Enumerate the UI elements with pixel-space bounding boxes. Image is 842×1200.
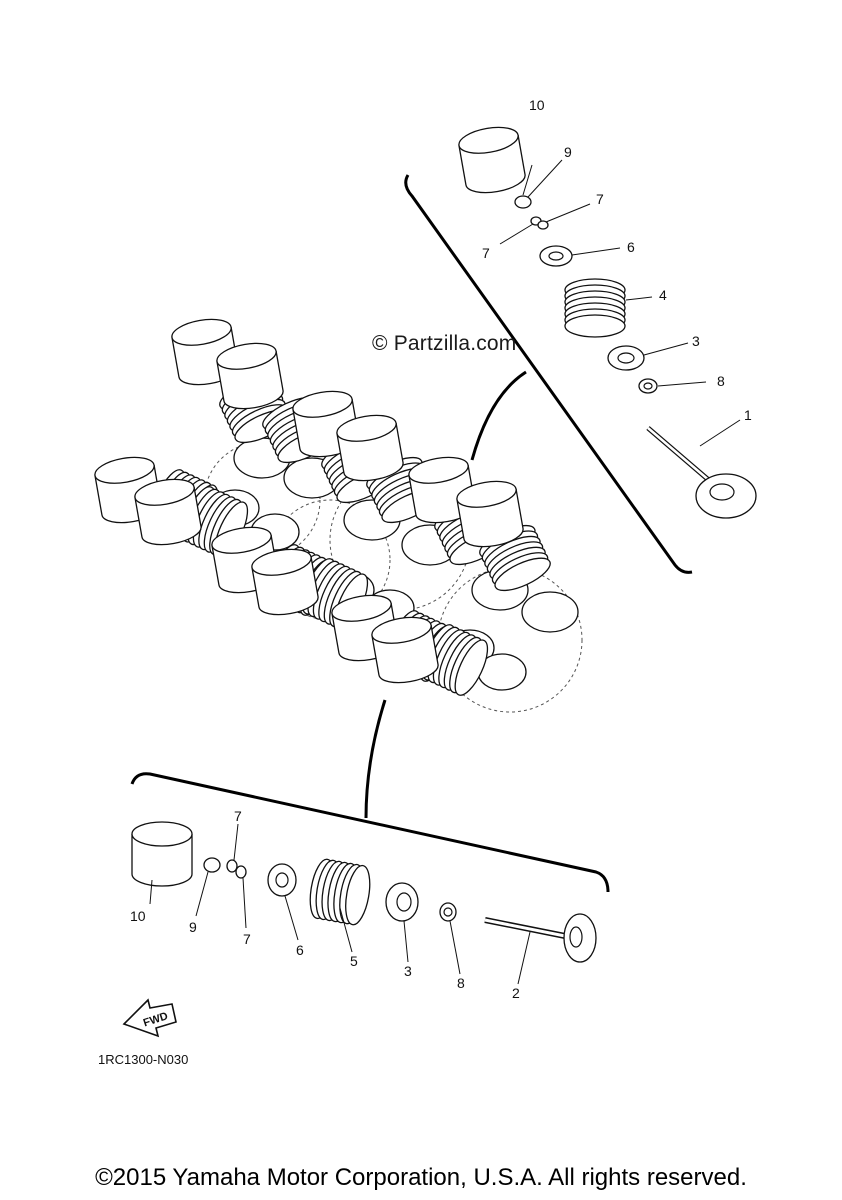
callout-intake-4: 4 — [659, 287, 667, 303]
exhaust-bracket — [130, 699, 610, 893]
callout-intake-9: 9 — [564, 144, 572, 160]
intake-seat-3 — [607, 345, 645, 371]
intake-bracket — [404, 174, 693, 574]
exhaust-leaders — [149, 823, 531, 985]
exhaust-retainer-6 — [267, 863, 297, 897]
callout-exhaust-7a: 7 — [234, 808, 242, 824]
intake-retainer-6 — [539, 245, 573, 267]
callout-intake-8: 8 — [717, 373, 725, 389]
callout-intake-7a: 7 — [596, 191, 604, 207]
callout-exhaust-3: 3 — [404, 963, 412, 979]
callout-intake-10: 10 — [529, 97, 545, 113]
exhaust-keeper-7 — [226, 859, 247, 879]
exhaust-shim-9 — [203, 857, 221, 873]
exhaust-valve-2 — [484, 913, 597, 963]
callout-exhaust-6: 6 — [296, 942, 304, 958]
callout-intake-7b: 7 — [482, 245, 490, 261]
intake-bucket-10 — [456, 122, 528, 198]
exhaust-bucket-10 — [131, 821, 193, 887]
intake-keeper-7 — [530, 216, 549, 230]
callout-intake-6: 6 — [627, 239, 635, 255]
callout-intake-1: 1 — [744, 407, 752, 423]
diagram-code: 1RC1300-N030 — [98, 1052, 189, 1067]
exhaust-seat-3 — [385, 882, 419, 922]
callout-exhaust-8: 8 — [457, 975, 465, 991]
callout-intake-3: 3 — [692, 333, 700, 349]
callout-exhaust-9: 9 — [189, 919, 197, 935]
intake-seal-8 — [638, 378, 658, 394]
fwd-arrow-icon: FWD — [122, 998, 177, 1038]
copyright-notice: ©2015 Yamaha Motor Corporation, U.S.A. A… — [95, 1164, 747, 1191]
intake-valve-1 — [648, 428, 756, 518]
watermark: © Partzilla.com — [372, 332, 517, 355]
exhaust-callouts: 10 9 7 7 6 5 3 8 2 — [130, 808, 520, 1001]
intake-shim-9 — [514, 195, 532, 209]
intake-leaders — [499, 159, 741, 447]
callout-exhaust-5: 5 — [350, 953, 358, 969]
valve-bank-assembly — [92, 314, 583, 713]
exhaust-spring-5 — [305, 856, 375, 928]
intake-spring-4 — [564, 278, 626, 338]
callout-exhaust-2: 2 — [512, 985, 520, 1001]
callout-exhaust-7b: 7 — [243, 931, 251, 947]
exhaust-seal-8 — [439, 902, 457, 922]
callout-exhaust-10: 10 — [130, 908, 146, 924]
intake-callouts: 10 9 7 7 6 4 3 8 1 — [482, 97, 752, 423]
